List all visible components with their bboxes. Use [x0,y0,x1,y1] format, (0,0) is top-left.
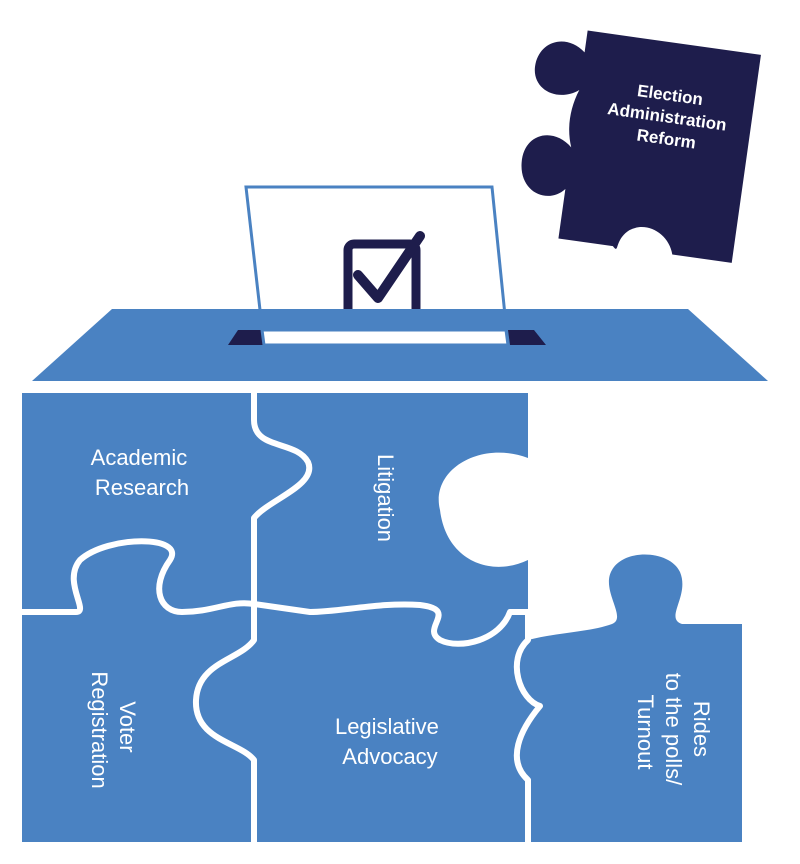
piece-voter-registration [22,541,254,842]
piece-litigation [254,393,528,644]
seam-horizontal-mid [251,601,531,647]
piece-legislative-advocacy [195,604,540,842]
piece-academic-research [22,393,310,612]
seam-right [513,609,543,845]
ballot-box-body [19,390,742,845]
seam-horizontal-left [19,538,257,615]
seam-vertical-lower [192,601,257,845]
ballot-slot-right [508,330,546,345]
label-litigation: Litigation [373,454,398,542]
label-voter-registration: Voter Registration [87,671,140,788]
ballot-paper-front [260,328,510,347]
floating-piece: Election Administration Reform [521,30,761,263]
label-academic-research: Academic Research [91,445,194,500]
piece-rides-turnout [516,554,742,842]
check-mark [353,231,425,303]
label-legislative-advocacy: Legislative Advocacy [335,714,445,769]
floating-piece-shape [521,30,761,263]
label-rides-turnout: Rides to the polls/ Turnout [633,673,714,792]
seam-vertical-upper [251,390,313,607]
ballot-slot-left [228,330,264,345]
puzzle-seams [19,390,543,845]
